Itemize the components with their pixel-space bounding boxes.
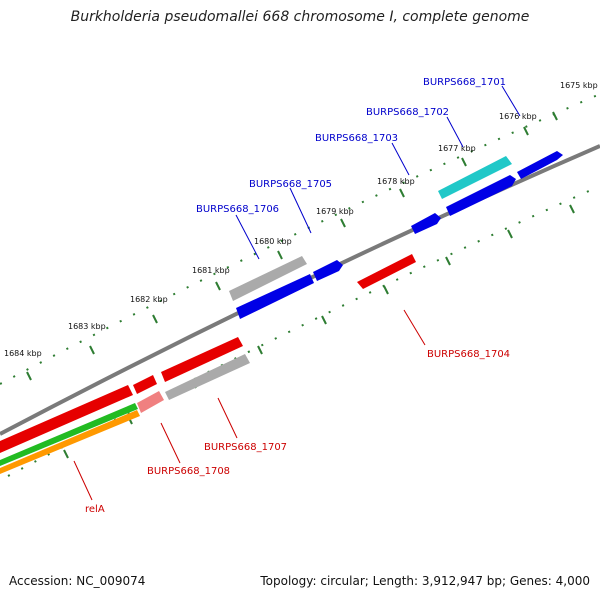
tick-label-1678: 1678 kbp <box>377 177 415 186</box>
gene-burps668-1703b <box>411 213 441 234</box>
gene-burps668-1705 <box>313 260 343 281</box>
gene-rela <box>0 385 133 453</box>
gene-label-burps668-1702: BURPS668_1702 <box>366 107 449 118</box>
gene-burps668-1706 <box>229 256 307 301</box>
gene-label-burps668-1704: BURPS668_1704 <box>427 349 510 360</box>
tick-label-1681: 1681 kbp <box>192 266 230 275</box>
gene-burps668-1702 <box>438 156 512 199</box>
tick-label-1684: 1684 kbp <box>4 349 42 358</box>
gene-burps668-1707 <box>165 354 250 400</box>
gene-label-burps668-1708: BURPS668_1708 <box>147 466 230 477</box>
gene-label-burps668-1706: BURPS668_1706 <box>196 204 279 215</box>
gene-forward-blue <box>236 274 314 319</box>
accession-text: Accession: NC_009074 <box>9 574 146 588</box>
gene-label-burps668-1707: BURPS668_1707 <box>204 442 287 453</box>
tick-label-1677: 1677 kbp <box>438 144 476 153</box>
tick-label-1676: 1676 kbp <box>499 112 537 121</box>
reverse-leader-lines <box>73 309 426 501</box>
gene-green <box>0 403 138 466</box>
gene-burps668-1704 <box>357 254 416 289</box>
gene-burps668-1701 <box>517 151 563 179</box>
gene-red-small <box>133 375 157 394</box>
outer-tick-ring <box>0 93 600 385</box>
outer-major-ticks <box>26 111 558 381</box>
gene-orange <box>0 410 140 474</box>
gene-label-burps668-1703: BURPS668_1703 <box>315 133 398 144</box>
tick-label-1683: 1683 kbp <box>68 322 106 331</box>
gene-label-burps668-1701: BURPS668_1701 <box>423 77 506 88</box>
map-title: Burkholderia pseudomallei 668 chromosome… <box>70 9 530 25</box>
gene-burps668-1708 <box>137 391 164 413</box>
tick-label-1680: 1680 kbp <box>254 237 292 246</box>
gene-red-upper <box>161 337 243 382</box>
gene-burps668-1703a <box>446 175 516 216</box>
gene-label-rela: relA <box>85 504 105 515</box>
inner-tick-ring <box>7 185 600 477</box>
tick-label-1675: 1675 kbp <box>560 81 598 90</box>
gene-label-burps668-1705: BURPS668_1705 <box>249 179 332 190</box>
forward-leader-lines <box>235 85 521 260</box>
inner-major-ticks <box>63 204 575 459</box>
topology-summary: Topology: circular; Length: 3,912,947 bp… <box>260 574 590 588</box>
tick-label-1679: 1679 kbp <box>316 207 354 216</box>
tick-label-1682: 1682 kbp <box>130 295 168 304</box>
